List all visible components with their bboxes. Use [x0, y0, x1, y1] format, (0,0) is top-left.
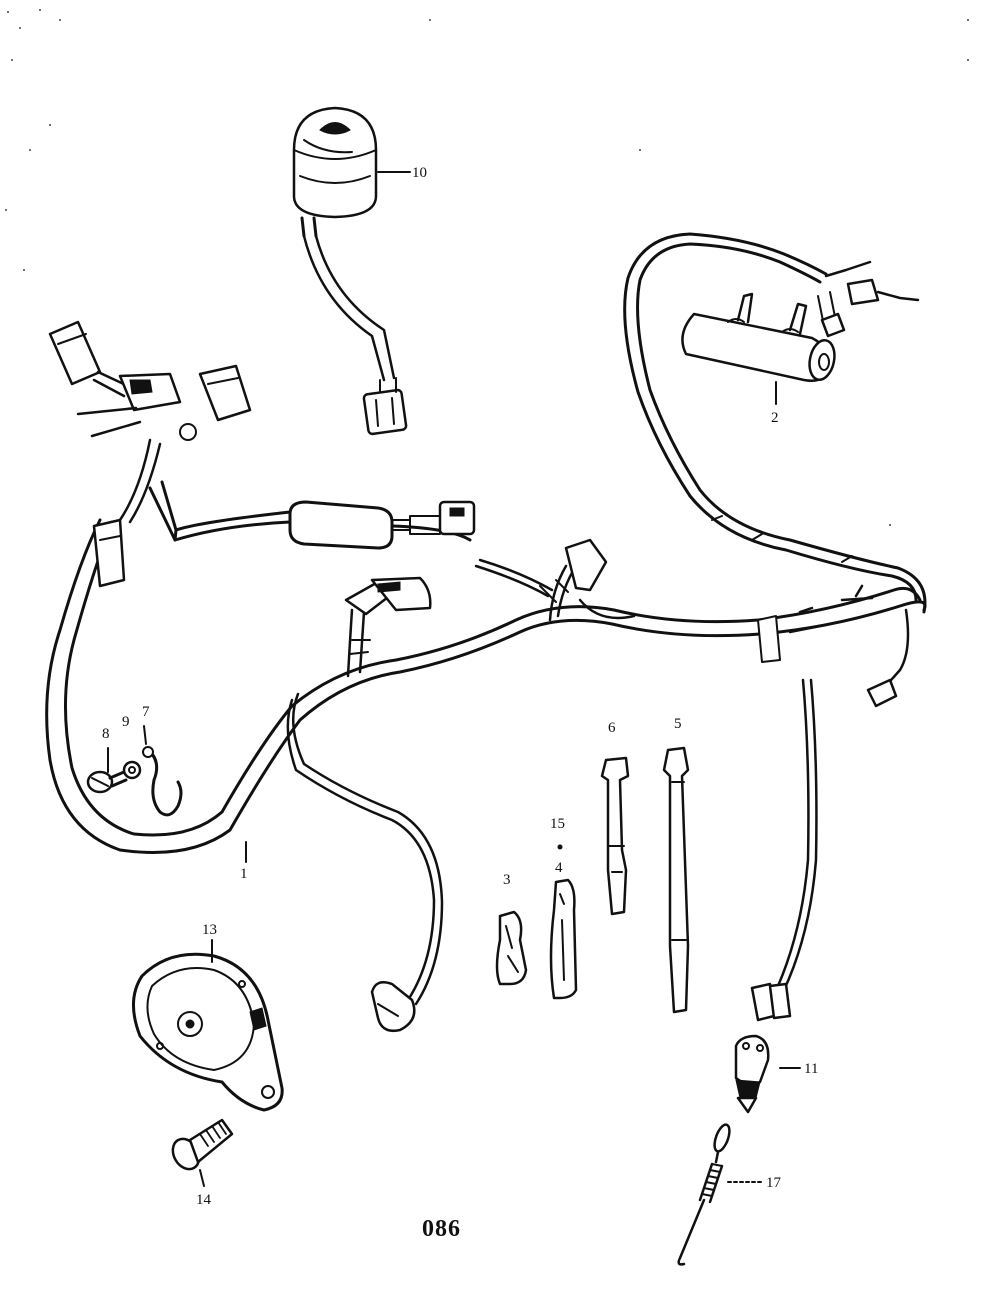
part-11-switch	[734, 982, 792, 1114]
part-5-sleeve	[662, 746, 690, 1014]
wire-to-part-11	[776, 678, 818, 992]
part-4-clip	[549, 878, 578, 1000]
callout-3: 3	[503, 872, 511, 888]
callout-17: 17	[766, 1175, 782, 1191]
page-number: 086	[422, 1216, 461, 1242]
callout-15: 15	[550, 816, 565, 832]
callout-8: 8	[102, 726, 110, 742]
part-13-horn	[131, 952, 284, 1112]
scan-noise	[5, 9, 969, 526]
callout-dot	[557, 844, 563, 850]
callout-7: 7	[142, 704, 150, 720]
part-2-coil	[681, 292, 836, 382]
callout-4: 4	[555, 860, 563, 876]
part-14-bolt	[171, 1118, 234, 1171]
callout-13: 13	[202, 922, 217, 938]
part-6-sleeve	[600, 756, 630, 916]
callout-14: 14	[196, 1192, 212, 1208]
callout-1: 1	[240, 866, 248, 882]
callout-5: 5	[674, 716, 682, 732]
callout-10: 10	[412, 165, 427, 181]
part-9-washer	[122, 760, 142, 780]
part-17-spring	[677, 1123, 731, 1266]
callout-9: 9	[122, 714, 130, 730]
leader-lines	[107, 171, 801, 1187]
part-8-screw	[86, 770, 128, 794]
callout-11: 11	[804, 1061, 818, 1077]
part-1-main-harness	[45, 232, 927, 1032]
callouts: 10 2 1 8 9 7 6 5 15 4 3 13 11 17 14 086	[102, 165, 818, 1242]
part-10-switch	[292, 106, 408, 436]
callout-6: 6	[608, 720, 616, 736]
part-3-clip	[495, 910, 528, 986]
part-7-clamp	[142, 746, 183, 817]
callout-2: 2	[771, 410, 779, 426]
